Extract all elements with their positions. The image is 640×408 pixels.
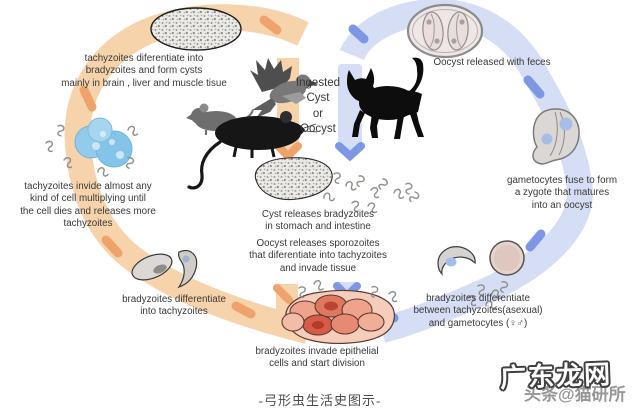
label-line: bradyzoites differentiate bbox=[426, 293, 530, 304]
label-oocyst-releases: Oocyst releases sporozoites that diferen… bbox=[228, 238, 408, 275]
gametocyte-cells-illustration bbox=[437, 240, 525, 313]
watermark-primary: 广东龙网 bbox=[499, 359, 613, 393]
label-line: bradyzoites and form cysts bbox=[85, 65, 203, 77]
label-line: tachyzoites bbox=[63, 218, 113, 230]
label-line: and invade tissue bbox=[279, 262, 357, 274]
label-ingested-cyst-or-oocyst: Ingested Cyst or Oocyst bbox=[288, 76, 348, 137]
label-line: and gametocytes (♀♂) bbox=[428, 317, 528, 329]
label-line: Oocyst released with feces bbox=[433, 57, 551, 68]
label-line: bradyzoites differentiate bbox=[122, 294, 226, 305]
rat-silhouette bbox=[187, 111, 318, 190]
label-line: into an oocyst bbox=[531, 199, 593, 211]
label-bradyzoite-to-tachyzoite: bradyzoites differentiate into tachyzoit… bbox=[89, 294, 259, 319]
zygote-illustration bbox=[532, 108, 580, 165]
diagram-caption: -弓形虫生活史图示- bbox=[258, 393, 382, 408]
label-line: or bbox=[312, 107, 324, 120]
infected-cell-cluster-illustration bbox=[44, 117, 139, 180]
oocyst-illustration bbox=[406, 3, 484, 59]
label-tachyzoite-invasion: tachyzoites invide almost any kind of ce… bbox=[2, 181, 174, 231]
bradyzoite-cells-illustration bbox=[131, 250, 198, 289]
label-line: tachyzoites invide almost any bbox=[24, 181, 152, 192]
label-line: gametocytes fuse to form bbox=[507, 175, 617, 186]
label-oocyst-released: Oocyst released with feces bbox=[422, 57, 562, 69]
label-line: tachyzoites diferentiate into bbox=[84, 53, 204, 64]
label-line: Oocyst bbox=[300, 122, 336, 135]
cat-silhouette bbox=[347, 57, 424, 139]
label-line: the cell dies and releases more bbox=[20, 205, 156, 217]
tissue-cyst-illustration bbox=[150, 7, 242, 51]
label-line: Oocyst releases sporozoites bbox=[256, 238, 380, 249]
label-cyst-releases: Cyst releases bradyzoites in stomach and… bbox=[233, 209, 403, 234]
label-line: mainly in brain , liver and muscle tisue bbox=[61, 77, 227, 89]
label-cyst-formation: tachyzoites diferentiate into bradyzoite… bbox=[54, 53, 234, 90]
bird-silhouette bbox=[250, 58, 318, 118]
watermark-secondary: 头条@猫研所 bbox=[524, 385, 626, 404]
epithelial-cells-illustration bbox=[281, 279, 398, 344]
label-line: kind of cell multiplying until bbox=[30, 193, 146, 205]
label-line: between tachyzoites(asexual) bbox=[413, 305, 543, 317]
label-line: cells and start division bbox=[269, 358, 365, 370]
label-line: in stomach and intestine bbox=[265, 221, 371, 233]
label-line: Cyst releases bradyzoites bbox=[261, 209, 375, 220]
orange-arrow-dashes bbox=[79, 15, 282, 319]
blue-arrowhead bbox=[335, 142, 365, 162]
label-line: Cyst bbox=[306, 92, 330, 105]
label-line: a zygote that matures bbox=[514, 187, 610, 199]
label-epithelial-invasion: bradyzoites invade epithelial cells and … bbox=[227, 346, 407, 371]
label-line: Ingested bbox=[295, 77, 341, 89]
label-line: that diferentiate into tachyzoites bbox=[249, 250, 387, 262]
label-line: into tachyzoites bbox=[140, 306, 208, 318]
label-line: bradyzoites invade epithelial bbox=[255, 346, 379, 357]
orange-arrowhead bbox=[274, 142, 302, 162]
label-gametocytes-fuse: gametocytes fuse to form a zygote that m… bbox=[497, 175, 627, 212]
label-bradyzoite-differentiation: bradyzoites differentiate between tachyz… bbox=[388, 293, 568, 330]
ruptured-cyst-illustration bbox=[254, 157, 421, 215]
